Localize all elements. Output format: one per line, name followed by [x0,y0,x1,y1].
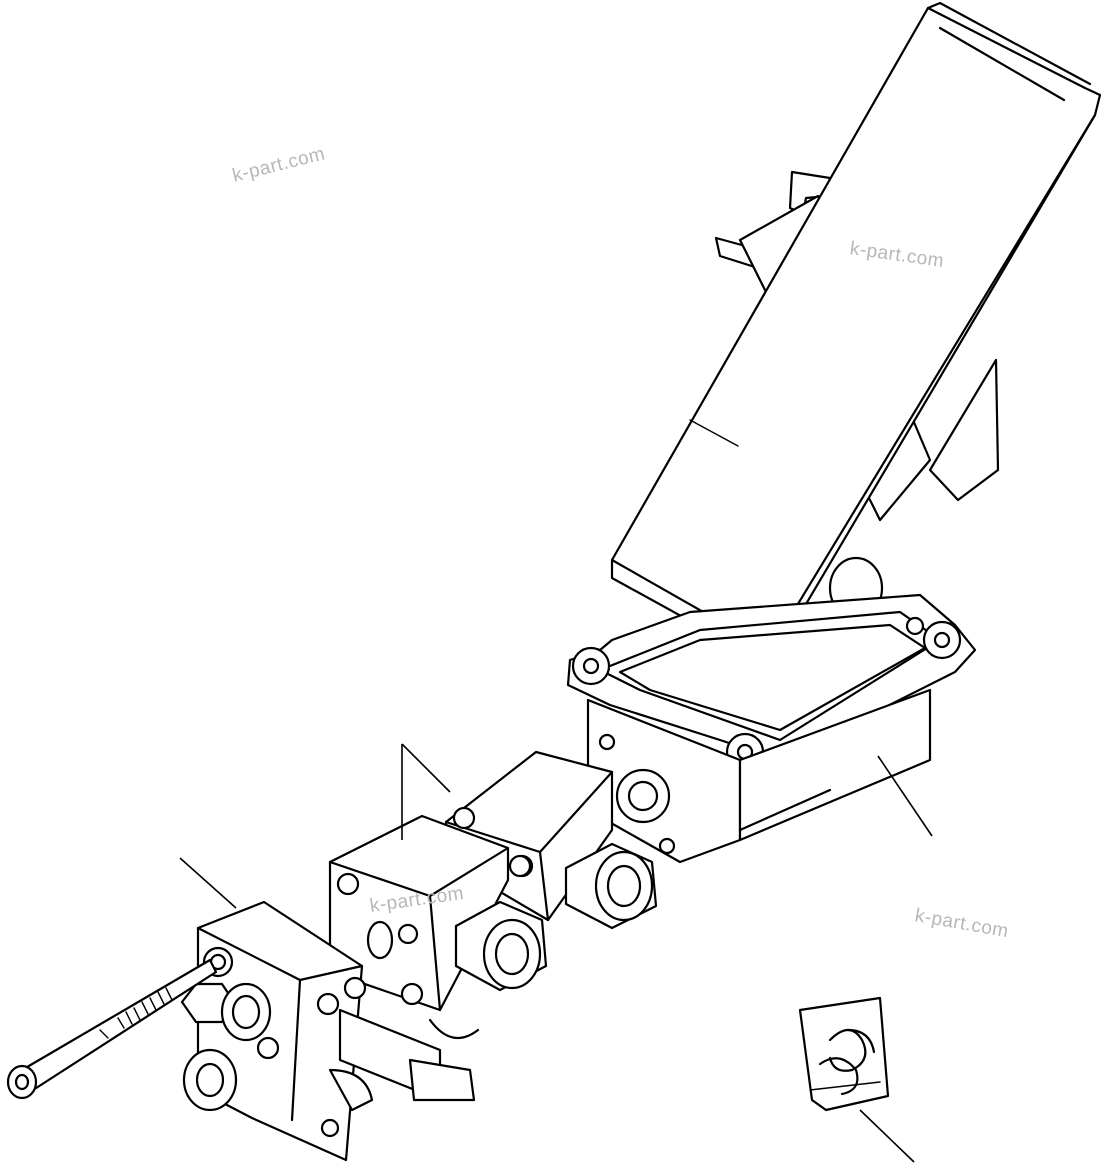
valve-section-1 [444,750,658,930]
tie-bolt [6,958,218,1100]
end-cover [180,900,476,1162]
valve-housing [566,593,977,864]
seal-kit-bag [798,996,890,1112]
valve-section-2 [328,814,548,1040]
leader-lines [179,743,933,1163]
pedal-arm [610,1,1102,696]
